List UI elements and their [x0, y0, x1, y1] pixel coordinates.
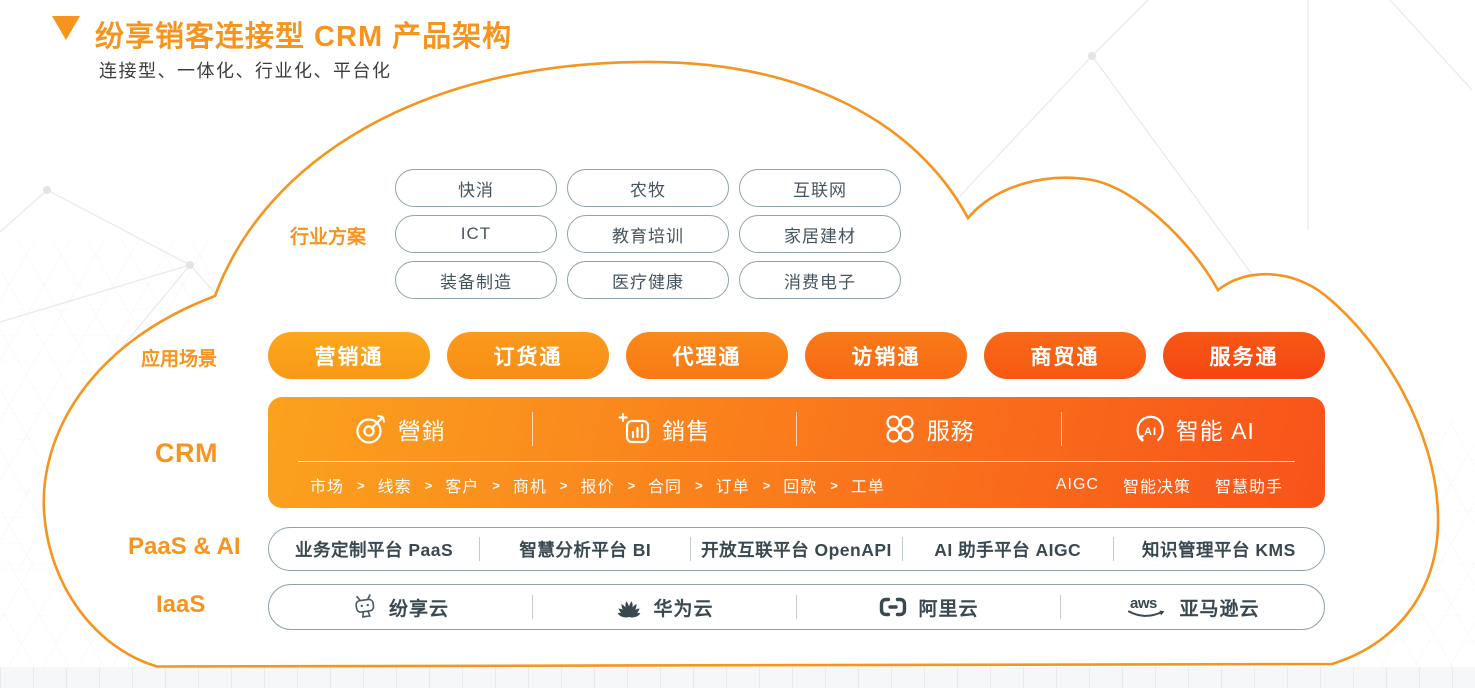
- chevron-right-icon: >: [762, 477, 771, 493]
- iaas-item-alibaba: 阿里云: [797, 594, 1060, 621]
- flow-item: 回款: [783, 479, 818, 496]
- crm-module-ai: AI 智能 AI: [1062, 412, 1326, 446]
- ai-head-icon: AI: [1132, 412, 1166, 446]
- crm-module-label: 服務: [926, 418, 975, 444]
- industry-pill: 教育培训: [567, 215, 729, 253]
- paas-item: 智慧分析平台 BI: [519, 539, 652, 560]
- iaas-item-label: 华为云: [653, 598, 714, 620]
- scenario-pill: 订货通: [447, 332, 609, 379]
- chevron-right-icon: >: [627, 477, 636, 493]
- crm-module-service: 服務: [797, 412, 1061, 446]
- target-marketing-icon: [354, 412, 388, 446]
- service-clover-icon: [883, 412, 917, 446]
- page-title: 纷享销客连接型 CRM 产品架构: [95, 21, 513, 53]
- divider: [690, 537, 692, 561]
- crm-module-label: 智能 AI: [1175, 418, 1255, 444]
- crm-divider-line: [298, 461, 1295, 462]
- crm-module-sales: 銷售: [533, 412, 797, 446]
- iaas-item-aws: aws 亚马逊云: [1061, 594, 1324, 621]
- flow-item: 合同: [648, 479, 683, 496]
- ai-item: 智能决策: [1122, 479, 1191, 496]
- divider: [1060, 595, 1061, 619]
- iaas-item-huawei: 华为云: [533, 594, 796, 621]
- industry-grid: 快消 农牧 互联网 ICT 教育培训 家居建材 装备制造 医疗健康 消费电子: [395, 169, 901, 299]
- divider: [479, 537, 481, 561]
- iaas-item-label: 阿里云: [918, 598, 979, 620]
- paas-item: 开放互联平台 OpenAPI: [701, 539, 892, 560]
- ai-item: AIGC: [1055, 476, 1099, 493]
- scenario-pill: 营销通: [268, 332, 430, 379]
- industry-pill: 医疗健康: [567, 261, 729, 299]
- flow-item: 工单: [850, 479, 885, 496]
- page-subtitle: 连接型、一体化、行业化、平台化: [99, 61, 392, 81]
- industry-pill: 装备制造: [395, 261, 557, 299]
- paas-item: 知识管理平台 KMS: [1142, 539, 1296, 560]
- crm-panel: 營銷 銷售: [268, 397, 1325, 508]
- scenario-pill: 代理通: [626, 332, 788, 379]
- flow-item: 客户: [445, 479, 480, 496]
- divider: [531, 412, 533, 446]
- crm-ai-items: AIGC 智能决策 智慧助手: [1056, 473, 1283, 497]
- crm-module-marketing: 營銷: [268, 412, 532, 446]
- scenario-row: 营销通 订货通 代理通 访销通 商贸通 服务通: [268, 332, 1325, 379]
- industry-pill: 消费电子: [739, 261, 901, 299]
- chevron-right-icon: >: [424, 477, 433, 493]
- scenario-pill: 服务通: [1163, 332, 1325, 379]
- industry-row-label: 行业方案: [290, 227, 367, 248]
- crm-flow-breadcrumb: 市场 > 线索 > 客户 > 商机 > 报价 > 合同 > 订单 > 回款 > …: [310, 473, 885, 497]
- industry-pill: 农牧: [567, 169, 729, 207]
- aws-smile-icon: aws: [1125, 594, 1169, 621]
- chevron-right-icon: >: [695, 477, 703, 493]
- divider: [796, 595, 797, 619]
- crm-row-label: CRM: [155, 438, 218, 468]
- scenarios-row-label: 应用场景: [141, 349, 218, 370]
- industry-pill: 家居建材: [739, 215, 901, 253]
- flow-item: 商机: [512, 479, 547, 496]
- bottom-grid-strip: [0, 667, 1475, 688]
- flow-item: 市场: [310, 479, 345, 496]
- paas-row-label: PaaS & AI: [128, 533, 241, 560]
- triangle-down-icon: [52, 16, 80, 40]
- crm-flow-row: 市场 > 线索 > 客户 > 商机 > 报价 > 合同 > 订单 > 回款 > …: [268, 462, 1325, 508]
- industry-pill: 互联网: [739, 169, 901, 207]
- divider: [1060, 412, 1062, 446]
- ai-item: 智慧助手: [1214, 479, 1283, 496]
- flow-item: 订单: [715, 479, 750, 496]
- iaas-row-label: IaaS: [156, 591, 206, 618]
- iaas-bar: 纷享云 华为云: [268, 584, 1325, 630]
- chevron-right-icon: >: [357, 477, 365, 493]
- flow-item: 线索: [377, 479, 412, 496]
- chevron-right-icon: >: [830, 477, 838, 493]
- scenario-pill: 访销通: [805, 332, 967, 379]
- paas-item: 业务定制平台 PaaS: [295, 539, 454, 560]
- divider: [1112, 537, 1114, 561]
- chevron-right-icon: >: [492, 477, 500, 493]
- iaas-item-label: 纷享云: [388, 598, 449, 620]
- divider: [796, 412, 797, 446]
- aws-icon-text: aws: [1130, 595, 1157, 612]
- fxiaoke-robot-icon: [352, 593, 379, 621]
- crm-modules-row: 營銷 銷售: [268, 397, 1325, 461]
- chevron-right-icon: >: [559, 477, 568, 493]
- flow-item: 报价: [580, 479, 615, 496]
- huawei-flower-icon: [615, 595, 643, 619]
- divider: [901, 537, 903, 561]
- sales-chart-icon: [618, 412, 652, 446]
- iaas-item-fxiaoke: 纷享云: [269, 593, 532, 621]
- alibaba-bracket-icon: [878, 596, 908, 618]
- crm-module-label: 銷售: [662, 418, 711, 444]
- industry-pill: 快消: [395, 169, 557, 207]
- paas-bar: 业务定制平台 PaaS 智慧分析平台 BI 开放互联平台 OpenAPI AI …: [268, 527, 1325, 571]
- iaas-item-label: 亚马逊云: [1179, 598, 1260, 620]
- paas-item: AI 助手平台 AIGC: [934, 539, 1082, 560]
- industry-pill: ICT: [395, 215, 557, 253]
- divider: [532, 595, 533, 619]
- ai-icon-text: AI: [1144, 426, 1157, 438]
- scenario-pill: 商贸通: [984, 332, 1146, 379]
- crm-module-label: 營銷: [397, 418, 446, 444]
